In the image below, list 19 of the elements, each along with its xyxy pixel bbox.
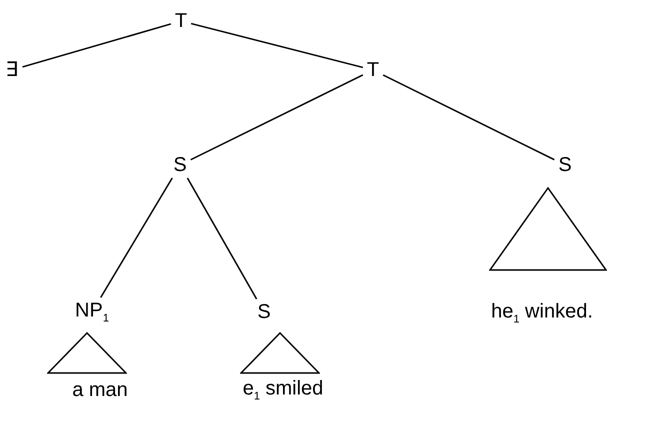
- category-label: NP$_{1}$: [71, 297, 113, 327]
- category-label: T: [362, 57, 384, 83]
- triangle-roof: [489, 187, 607, 271]
- tree-branch: [186, 178, 258, 300]
- tree-branch: [382, 74, 555, 160]
- category-label: S: [169, 152, 191, 178]
- triangle-roof: [47, 332, 127, 374]
- tree-branch: [100, 178, 173, 298]
- category-label: ∃: [2, 57, 22, 83]
- category-label: S: [253, 299, 275, 325]
- tree-branch: [190, 74, 364, 160]
- tree-branch: [22, 23, 172, 68]
- tree-branch: [190, 22, 364, 68]
- category-label: S: [554, 152, 576, 178]
- triangle-roof: [240, 332, 320, 374]
- category-label: T: [170, 8, 192, 34]
- terminal-phrase: e$_{1}$ smiled: [238, 375, 328, 405]
- terminal-phrase: a man: [68, 377, 132, 403]
- terminal-phrase: he$_{1}$ winked.: [487, 298, 597, 328]
